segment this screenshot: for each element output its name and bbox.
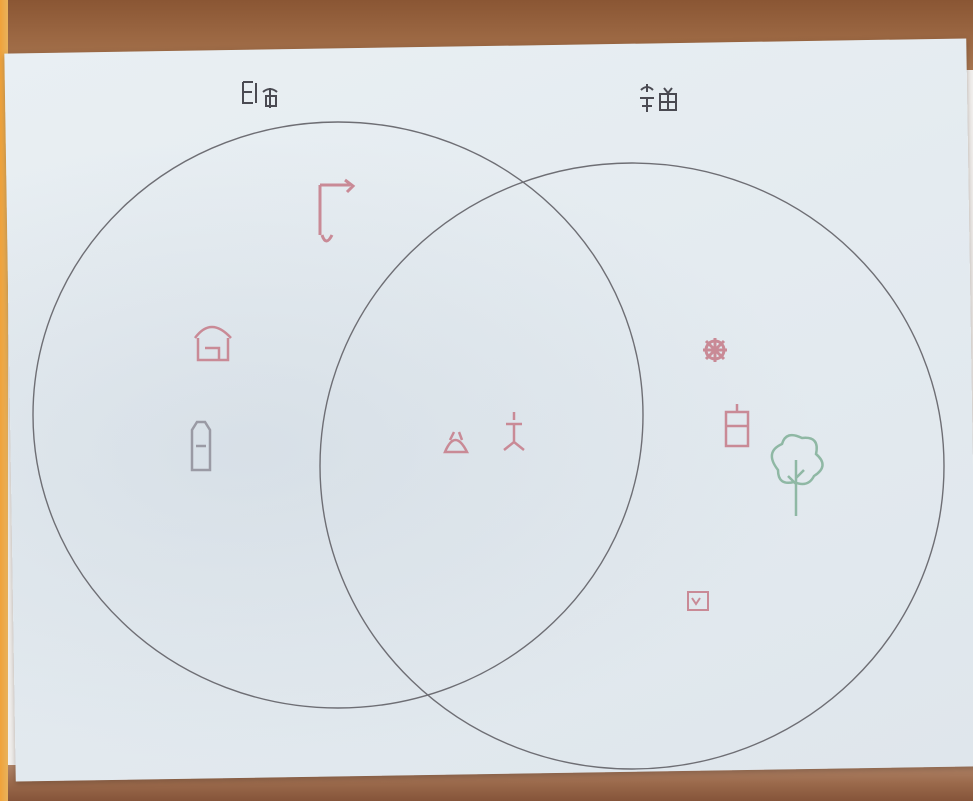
- box-icon: [726, 404, 748, 446]
- cat-icon: [445, 432, 467, 452]
- venn-right-circle: [320, 163, 944, 769]
- tree-icon: [772, 435, 823, 516]
- venn-left-circle: [33, 122, 643, 708]
- house-icon: [195, 327, 231, 360]
- cup-icon: [688, 592, 708, 610]
- umbrella-icon: [320, 180, 353, 241]
- left-circle-label: [243, 82, 277, 108]
- person-icon: [504, 412, 524, 450]
- flower-icon: [703, 338, 727, 362]
- bottle-icon: [192, 422, 210, 470]
- right-circle-label: [640, 84, 676, 112]
